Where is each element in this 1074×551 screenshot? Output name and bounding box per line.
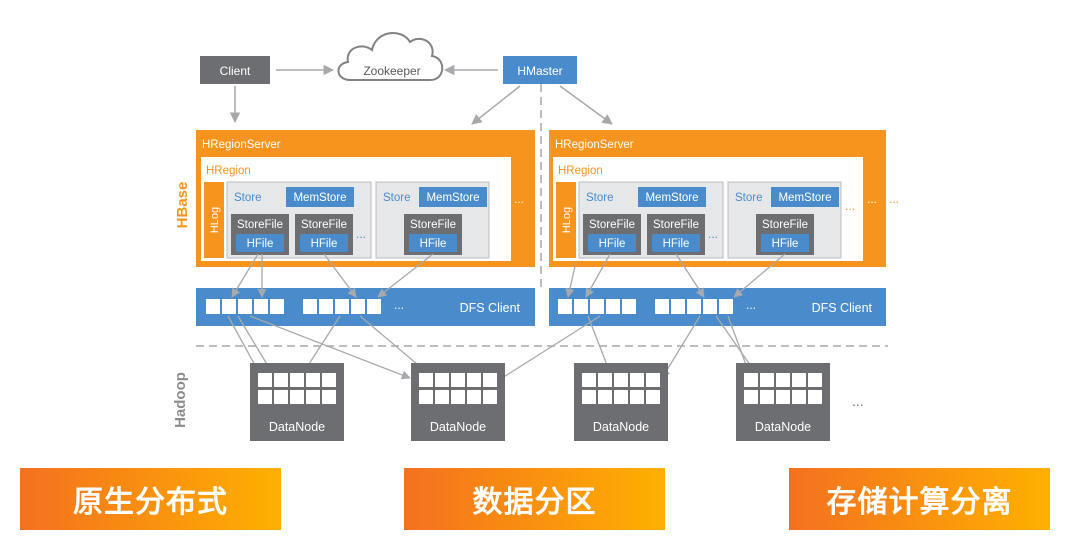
memstore-2a-label: MemStore — [645, 192, 698, 204]
store-2a-label: Store — [586, 192, 614, 204]
store-1a-more: ... — [356, 227, 366, 241]
dfs-client-2-more: ... — [746, 298, 756, 312]
storefile-2a2-label: StoreFile — [653, 219, 699, 231]
hbase-side-label: HBase — [174, 182, 191, 229]
store-2a-more: ... — [708, 227, 718, 241]
region-server-1: HRegionServer HRegion HLog Store MemStor… — [196, 130, 535, 267]
dfs-client-1-label: DFS Client — [460, 301, 521, 315]
dfs-client-2: ... DFS Client — [549, 288, 886, 326]
zookeeper-label: Zookeeper — [363, 64, 420, 78]
hmaster-label: HMaster — [517, 64, 562, 78]
region-2-title: HRegion — [558, 165, 603, 177]
datanode-1-label: DataNode — [269, 420, 325, 434]
memstore-2b-label: MemStore — [778, 192, 831, 204]
region-1-title: HRegion — [206, 165, 251, 177]
datanode-1: DataNode — [250, 363, 344, 441]
server-more-outside: ... — [889, 192, 899, 206]
datanode-4-label: DataNode — [755, 420, 811, 434]
datanode-2: DataNode — [411, 363, 505, 441]
datanode-3: DataNode — [574, 363, 668, 441]
region-server-1-title: HRegionServer — [202, 139, 281, 151]
hfile-2a1-label: HFile — [599, 238, 626, 250]
memstore-1a-label: MemStore — [293, 192, 346, 204]
storefile-1a1-label: StoreFile — [237, 219, 283, 231]
datanode-2-label: DataNode — [430, 420, 486, 434]
region-server-2: HRegionServer HRegion HLog Store MemStor… — [549, 130, 899, 267]
datanode-3-label: DataNode — [593, 420, 649, 434]
region-server-2-more: ... — [867, 192, 877, 206]
region-2-more: ... — [845, 199, 855, 213]
storefile-1b1-label: StoreFile — [410, 219, 456, 231]
hfile-1b1-label: HFile — [420, 238, 447, 250]
store-2b-label: Store — [735, 192, 763, 204]
hadoop-side-label: Hadoop — [172, 372, 189, 428]
dfs-client-1-more: ... — [394, 298, 404, 312]
hlog-1-label: HLog — [209, 207, 221, 233]
store-1a-label: Store — [234, 192, 262, 204]
label-data-partition: 数据分区 — [404, 468, 665, 530]
hfile-1a2-label: HFile — [311, 238, 338, 250]
dfs-client-1: ... DFS Client — [196, 288, 535, 326]
hfile-2b1-label: HFile — [772, 238, 799, 250]
hmaster-node: HMaster — [503, 56, 577, 84]
hfile-2a2-label: HFile — [663, 238, 690, 250]
memstore-1b-label: MemStore — [426, 192, 479, 204]
hfile-1a1-label: HFile — [247, 238, 274, 250]
label-storage-compute-separation-text: 存储计算分离 — [826, 485, 1013, 520]
label-storage-compute-separation: 存储计算分离 — [789, 468, 1050, 530]
label-data-partition-text: 数据分区 — [472, 485, 597, 520]
dfs-client-2-label: DFS Client — [812, 301, 873, 315]
region-1-more: ... — [514, 192, 524, 206]
label-native-distributed: 原生分布式 — [20, 468, 281, 530]
hlog-2-label: HLog — [561, 207, 573, 233]
datanode-4: DataNode — [736, 363, 830, 441]
client-label: Client — [220, 64, 251, 78]
storefile-2a1-label: StoreFile — [589, 219, 635, 231]
top-arrows — [229, 64, 613, 125]
region-server-2-title: HRegionServer — [555, 139, 634, 151]
label-native-distributed-text: 原生分布式 — [73, 485, 228, 520]
storefile-2b1-label: StoreFile — [762, 219, 808, 231]
store-1b-label: Store — [383, 192, 411, 204]
datanode-more: ... — [852, 393, 864, 409]
client-node: Client — [200, 56, 270, 84]
storefile-1a2-label: StoreFile — [301, 219, 347, 231]
zookeeper-cloud: Zookeeper — [337, 32, 444, 81]
hfile-to-dfs-arrows — [231, 253, 786, 298]
